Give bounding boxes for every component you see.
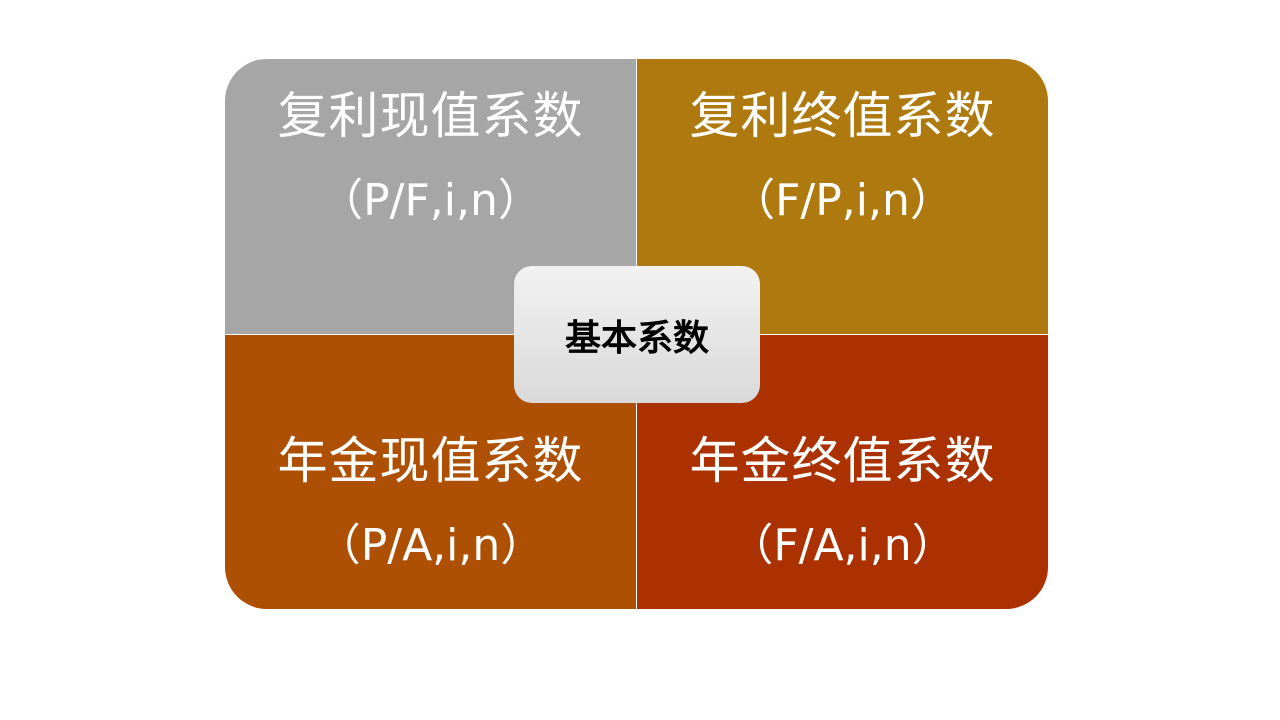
center-label: 基本系数 (564, 317, 709, 359)
quadrant-formula: （F/P,i,n） (731, 175, 954, 226)
quadrant-title: 年金终值系数 (689, 432, 996, 490)
quadrant-formula: （P/A,i,n） (316, 520, 545, 571)
quadrant-title: 复利终值系数 (689, 87, 996, 145)
quadrant-compound-present-value: 复利现值系数 （P/F,i,n） (225, 59, 636, 334)
quadrant-title: 年金现值系数 (277, 432, 584, 490)
center-label-box: 基本系数 (514, 266, 760, 403)
quadrant-formula: （F/A,i,n） (729, 520, 956, 571)
quadrant-title: 复利现值系数 (277, 87, 584, 145)
quadrant-formula: （P/F,i,n） (319, 175, 542, 226)
